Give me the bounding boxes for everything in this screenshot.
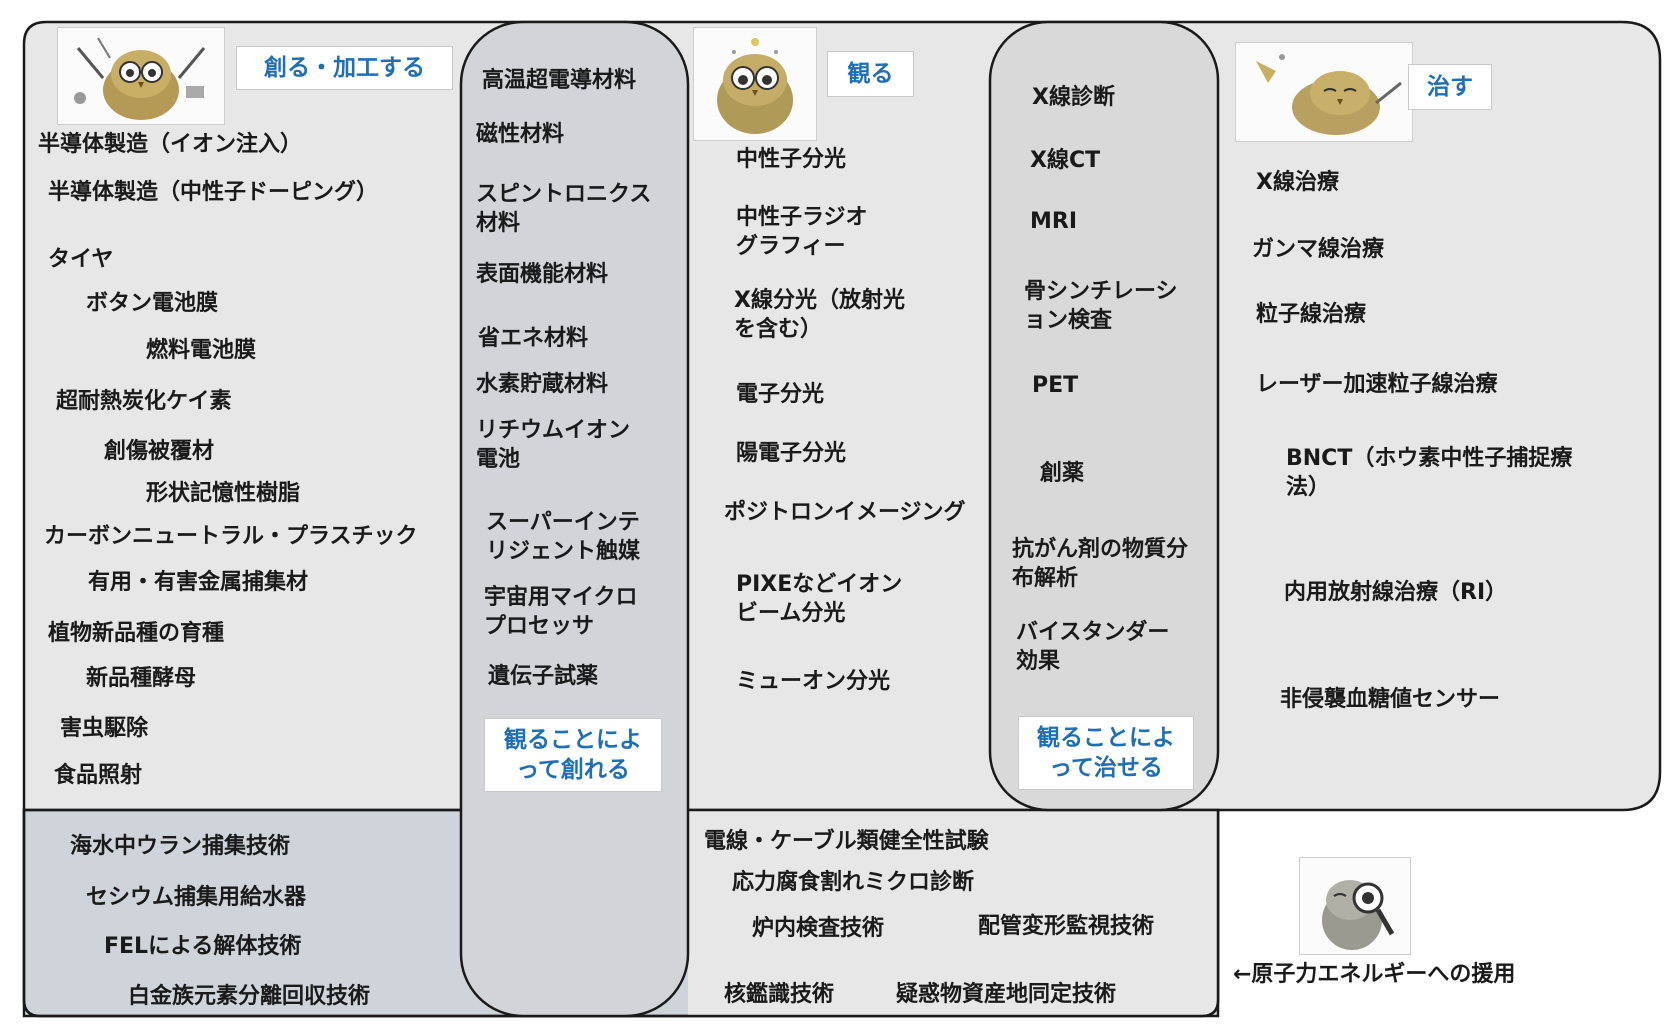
observe-item: PIXEなどイオンビーム分光 <box>736 572 903 626</box>
create-title: 創る・加工する <box>236 46 453 90</box>
diagnose-item: PET <box>1032 373 1079 398</box>
owl-magnifier-icon <box>1299 857 1411 955</box>
cure-item: ガンマ線治療 <box>1252 237 1385 262</box>
observe-item: 中性子ラジオグラフィー <box>736 205 868 259</box>
create-item: ボタン電池膜 <box>86 291 219 316</box>
cure-item: BNCT（ホウ素中性子捕捉療法） <box>1286 446 1573 500</box>
materials-item: 水素貯蔵材料 <box>476 372 609 397</box>
cure-item: X線治療 <box>1256 170 1339 195</box>
create-item: 害虫駆除 <box>60 716 149 741</box>
materials-item: 高温超電導材料 <box>482 68 637 93</box>
diagnose-column <box>988 20 1220 812</box>
create-item: 新品種酵母 <box>86 666 197 691</box>
observe-title: 観る <box>827 51 914 97</box>
create-item: 形状記憶性樹脂 <box>146 481 301 506</box>
observe-item: 電子分光 <box>736 382 825 407</box>
materials-item: 表面機能材料 <box>476 262 609 287</box>
observe-item: 陽電子分光 <box>736 441 847 466</box>
owl-observe-icon <box>693 27 817 141</box>
cure-item: レーザー加速粒子線治療 <box>1256 372 1498 397</box>
observe-item: ポジトロンイメージング <box>724 500 966 525</box>
nuclear-item: セシウム捕集用給水器 <box>86 885 307 910</box>
create-item: 燃料電池膜 <box>146 338 257 363</box>
diagnose-item: 抗がん剤の物質分布解析 <box>1012 537 1189 591</box>
nuclear-item: 炉内検査技術 <box>752 916 885 941</box>
materials-item: スピントロニクス材料 <box>476 182 652 236</box>
create-item: 植物新品種の育種 <box>48 621 225 646</box>
diagnose-item: MRI <box>1030 209 1078 234</box>
owl-cure-icon <box>1235 42 1413 142</box>
cure-item: 非侵襲血糖値センサー <box>1280 687 1501 712</box>
nuclear-item: 白金族元素分離回収技術 <box>128 984 371 1009</box>
cure-item: 粒子線治療 <box>1256 302 1367 327</box>
nuclear-item: 配管変形監視技術 <box>978 914 1155 939</box>
nuclear-legend: ←原子力エネルギーへの援用 <box>1233 962 1516 987</box>
materials-item: スーパーインテリジェント触媒 <box>486 510 641 564</box>
diagnose-item: 創薬 <box>1040 461 1085 486</box>
observe-item: 中性子分光 <box>736 147 847 172</box>
diagnose-note: 観ることによって治せる <box>1018 716 1194 790</box>
main-panel <box>22 20 1662 1018</box>
owl-tools-icon <box>57 27 225 125</box>
create-item: 有用・有害金属捕集材 <box>88 570 309 595</box>
materials-item: 遺伝子試薬 <box>488 664 599 689</box>
nuclear-item: 海水中ウラン捕集技術 <box>70 834 291 859</box>
diagnose-item: X線CT <box>1030 148 1101 173</box>
materials-item: 省エネ材料 <box>478 326 589 351</box>
create-item: 半導体製造（イオン注入） <box>38 132 303 157</box>
materials-note: 観ることによって創れる <box>484 718 662 792</box>
nuclear-item: FELによる解体技術 <box>104 934 302 959</box>
materials-item: リチウムイオン電池 <box>476 418 631 472</box>
diagnose-item: 骨シンチレーション検査 <box>1024 279 1178 333</box>
nuclear-item: 疑惑物資産地同定技術 <box>896 982 1117 1007</box>
create-item: 超耐熱炭化ケイ素 <box>56 389 232 414</box>
materials-item: 宇宙用マイクロプロセッサ <box>484 585 638 639</box>
nuclear-band-center <box>688 810 1218 1016</box>
create-item: 半導体製造（中性子ドーピング） <box>48 180 379 205</box>
cure-title: 治す <box>1408 64 1492 110</box>
observe-item: ミューオン分光 <box>736 669 891 694</box>
create-item: 食品照射 <box>54 763 143 788</box>
diagnose-item: バイスタンダー効果 <box>1016 620 1170 674</box>
nuclear-item: 応力腐食割れミクロ診断 <box>732 870 975 895</box>
create-item: カーボンニュートラル・プラスチック <box>44 524 418 549</box>
create-item: タイヤ <box>48 247 114 272</box>
observe-item: X線分光（放射光を含む） <box>734 288 905 342</box>
nuclear-item: 核鑑識技術 <box>724 982 835 1007</box>
create-item: 創傷被覆材 <box>104 439 215 464</box>
diagnose-item: X線診断 <box>1032 85 1115 110</box>
materials-item: 磁性材料 <box>476 122 565 147</box>
nuclear-item: 電線・ケーブル類健全性試験 <box>704 829 989 854</box>
cure-item: 内用放射線治療（RI） <box>1284 580 1508 605</box>
